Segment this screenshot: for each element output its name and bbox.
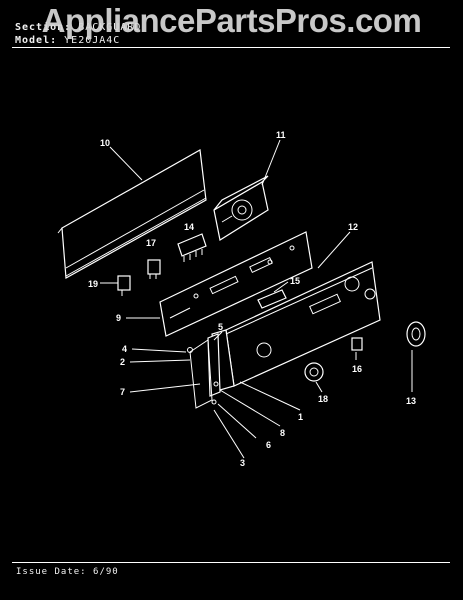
watermark: AppliancePartsPros.com — [41, 2, 422, 39]
callout-18: 18 — [318, 394, 328, 404]
callout-11: 11 — [276, 130, 286, 140]
section-heading: Section: BACKGUARD — [15, 22, 141, 33]
footer-rule — [12, 562, 450, 563]
issue-date-label: Issue Date: — [16, 567, 87, 577]
part-13-knob — [406, 321, 426, 347]
part-18-knob — [304, 362, 324, 382]
section-label: Section: — [15, 22, 72, 33]
callout-19: 19 — [88, 279, 98, 289]
callout-7: 7 — [120, 387, 125, 397]
issue-date-value: 6/90 — [93, 567, 119, 577]
callout-6: 6 — [266, 440, 271, 450]
callout-13: 13 — [406, 396, 416, 406]
callout-2: 2 — [120, 357, 125, 367]
callout-16: 16 — [352, 364, 362, 374]
leader-lines — [100, 139, 413, 459]
callout-10: 10 — [100, 138, 110, 148]
callout-14: 14 — [184, 222, 194, 232]
callout-12: 12 — [348, 222, 358, 232]
callout-1: 1 — [298, 412, 303, 422]
part-11-timer — [213, 175, 269, 241]
part-14-switch — [177, 233, 207, 262]
model-label: Model: — [15, 35, 58, 46]
part-19-light — [117, 275, 131, 296]
part-17-switch — [147, 259, 161, 279]
callout-8: 8 — [280, 428, 285, 438]
callout-3: 3 — [240, 458, 245, 468]
issue-date: Issue Date: 6/90 — [16, 567, 119, 577]
callout-15: 15 — [290, 276, 300, 286]
part-9-bracket — [159, 231, 313, 337]
callout-4: 4 — [122, 344, 127, 354]
section-value: BACKGUARD — [78, 22, 142, 33]
callout-9: 9 — [116, 313, 121, 323]
callout-labels: 10 11 12 14 17 19 15 9 5 4 2 7 16 18 13 … — [88, 130, 416, 468]
part-15-lens — [257, 289, 287, 309]
callout-5: 5 — [218, 322, 223, 332]
model-value: YE20JA4C — [64, 35, 121, 46]
callout-17: 17 — [146, 238, 156, 248]
part-side-bracket — [187, 339, 219, 409]
header-rule — [12, 47, 450, 48]
part-10-rear-panel — [57, 149, 207, 279]
model-heading: Model: YE20JA4C — [15, 35, 120, 46]
part-16-insert — [351, 337, 363, 351]
